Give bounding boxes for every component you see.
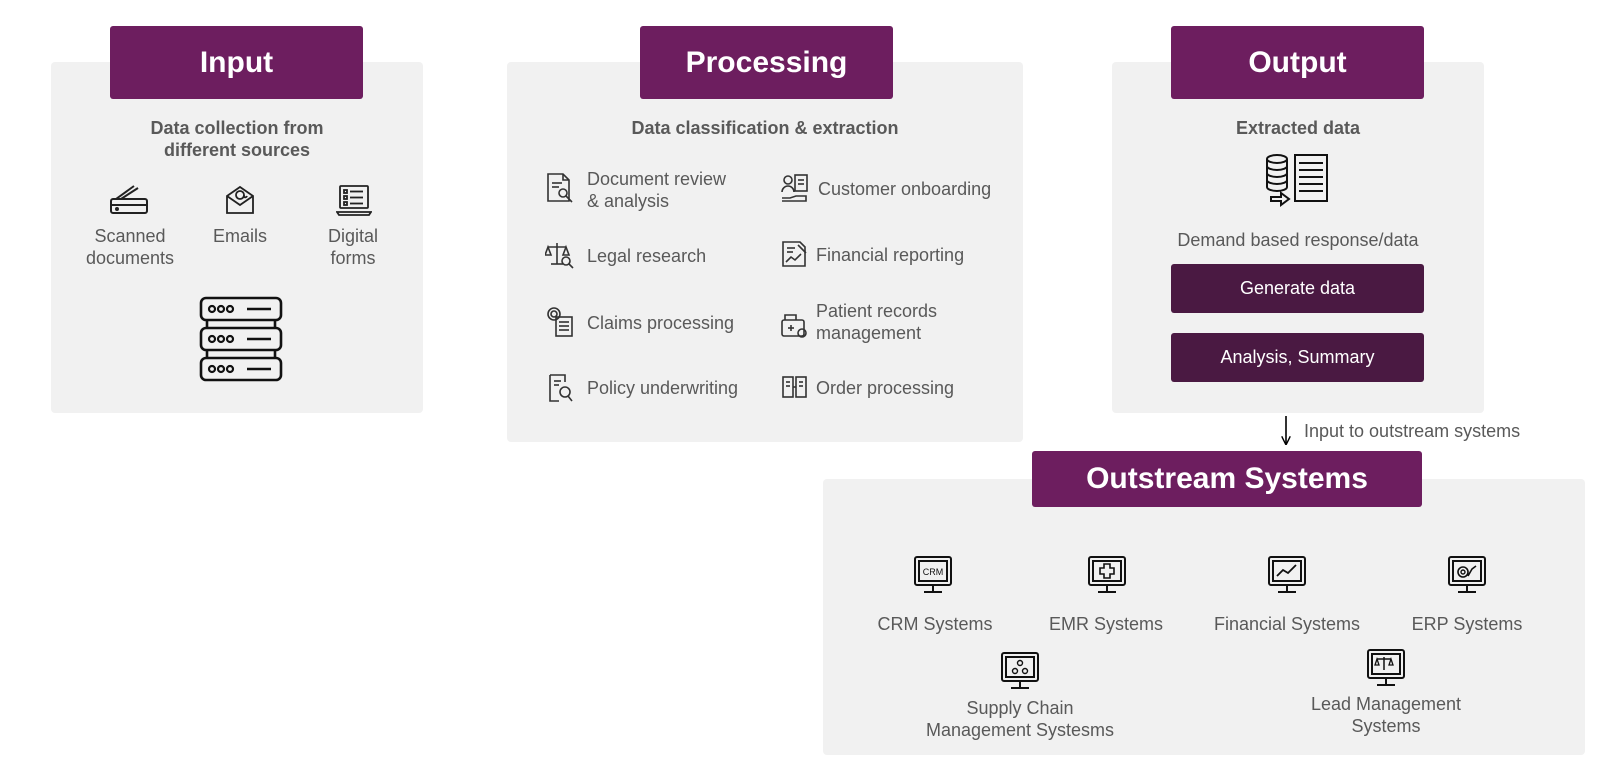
source-label-emails: Emails <box>212 226 267 246</box>
customer-onboarding-icon <box>780 172 810 204</box>
patient-records-icon <box>780 310 810 340</box>
outstream-connector-label: Input to outstream systems <box>1304 421 1521 441</box>
server-stack-icon <box>199 296 283 382</box>
input-panel <box>51 62 423 413</box>
process-item-legal-research: Legal research <box>587 246 707 266</box>
process-item-claims-processing: Claims processing <box>587 313 735 333</box>
input-header: Input <box>110 26 363 99</box>
input-subtitle-line1: Data collection from <box>150 118 324 138</box>
system-label-emr: EMR Systems <box>1048 614 1163 634</box>
output-caption: Demand based response/data <box>1177 230 1419 250</box>
erp-monitor-icon <box>1446 554 1488 596</box>
financial-report-icon <box>780 239 810 269</box>
crm-screen-text: CRM <box>923 567 944 577</box>
system-label-crm: CRM Systems <box>877 614 993 634</box>
legal-scale-icon <box>545 240 575 270</box>
process-item-customer-onboarding: Customer onboarding <box>818 179 992 199</box>
process-item-document-review: Document review& analysis <box>587 169 727 211</box>
email-icon <box>224 184 256 216</box>
generate-data-button[interactable]: Generate data <box>1171 264 1424 313</box>
emr-monitor-icon <box>1086 554 1128 596</box>
process-item-order-processing: Order processing <box>816 378 955 398</box>
processing-subtitle: Data classification & extraction <box>631 118 899 138</box>
supply-chain-monitor-icon <box>999 650 1041 692</box>
outstream-header: Outstream Systems <box>1032 451 1422 507</box>
crm-monitor-icon: CRM <box>912 554 954 596</box>
order-icon <box>780 372 810 402</box>
system-label-financial: Financial Systems <box>1213 614 1361 634</box>
policy-icon <box>545 372 575 404</box>
document-search-icon <box>545 172 575 204</box>
output-subtitle: Extracted data <box>1235 118 1361 138</box>
scanner-icon <box>108 183 150 217</box>
financial-monitor-icon <box>1266 554 1308 596</box>
laptop-form-icon <box>336 183 372 217</box>
input-subtitle: Data collection from different sources <box>97 117 377 161</box>
analysis-summary-button[interactable]: Analysis, Summary <box>1171 333 1424 382</box>
process-item-financial-reporting: Financial reporting <box>816 245 965 265</box>
system-label-erp: ERP Systems <box>1411 614 1523 634</box>
lead-management-monitor-icon <box>1365 647 1407 689</box>
processing-header: Processing <box>640 26 893 99</box>
output-header: Output <box>1171 26 1424 99</box>
process-item-policy-underwriting: Policy underwriting <box>587 378 739 398</box>
processing-panel <box>507 62 1023 442</box>
database-document-icon <box>1265 153 1331 209</box>
claims-icon <box>545 306 575 338</box>
outstream-panel <box>823 479 1585 755</box>
input-subtitle-line2: different sources <box>163 140 311 160</box>
